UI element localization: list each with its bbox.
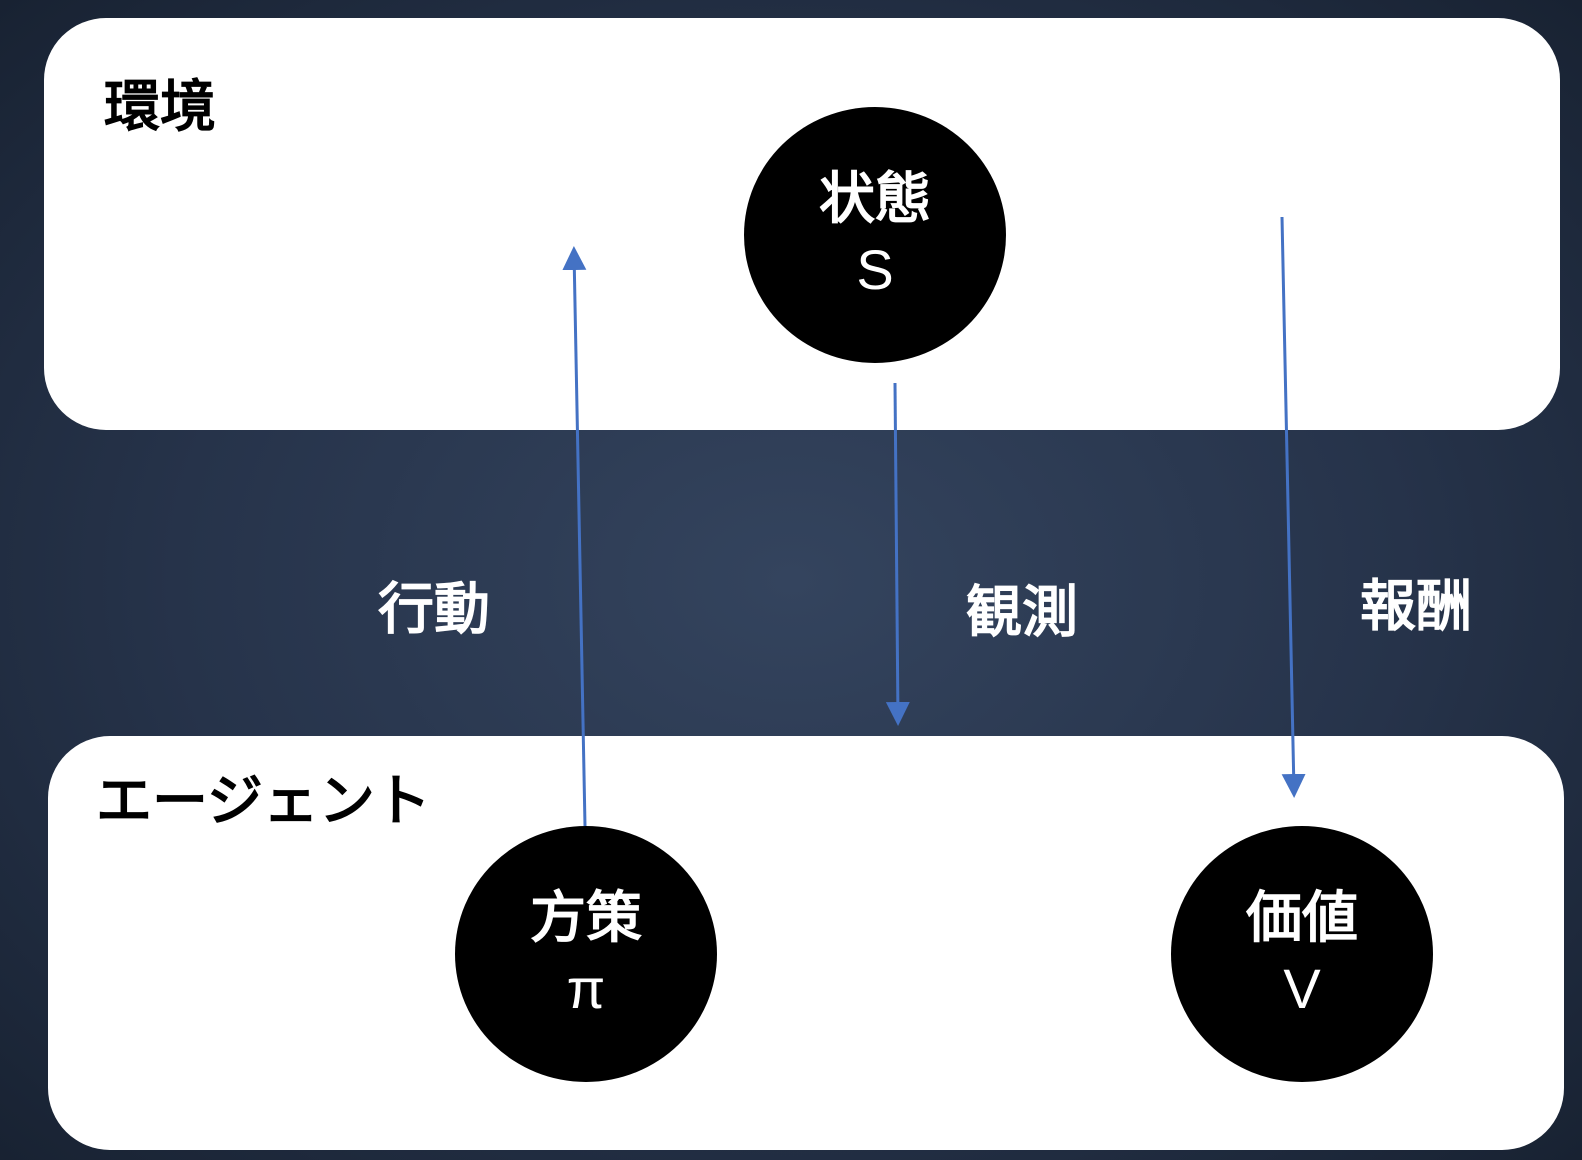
state-symbol: S xyxy=(856,238,894,301)
reward-label: 報酬 xyxy=(1360,574,1472,640)
observation-arrow xyxy=(885,382,910,726)
agent-label: エージェント xyxy=(96,769,431,834)
reward-arrow xyxy=(1280,216,1306,798)
state-node: 状態 S xyxy=(744,107,1006,363)
action-label: 行動 xyxy=(378,577,490,643)
policy-node: 方策 π xyxy=(455,826,717,1082)
policy-title: 方策 xyxy=(530,886,642,951)
state-title: 状態 xyxy=(819,167,931,232)
action-arrow xyxy=(562,246,587,827)
value-title: 価値 xyxy=(1246,886,1358,951)
value-node: 価値 V xyxy=(1171,826,1433,1082)
observation-label: 観測 xyxy=(966,580,1078,646)
environment-label: 環境 xyxy=(104,75,216,140)
policy-symbol: π xyxy=(566,957,606,1020)
value-symbol: V xyxy=(1283,957,1321,1020)
